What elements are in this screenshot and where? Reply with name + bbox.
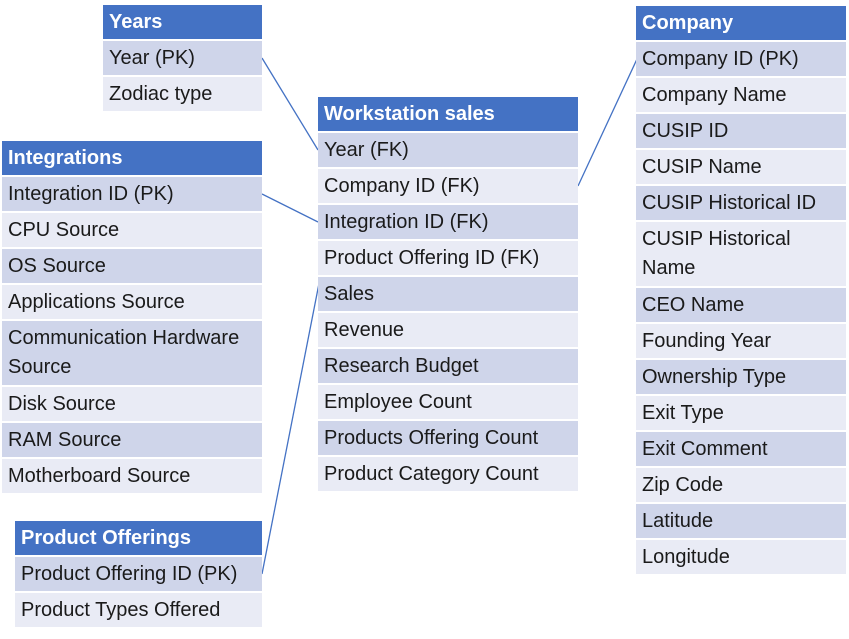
table-row: Zip Code bbox=[636, 466, 846, 502]
link-integrations-to-sales bbox=[261, 193, 319, 223]
table-title: Company bbox=[636, 6, 846, 40]
product-offerings-table: Product Offerings Product Offering ID (P… bbox=[15, 521, 262, 627]
table-row: Applications Source bbox=[2, 283, 262, 319]
table-row: Company ID (FK) bbox=[318, 167, 578, 203]
table-row: Sales bbox=[318, 275, 578, 311]
company-table: Company Company ID (PK) Company Name CUS… bbox=[636, 6, 846, 574]
table-row: CPU Source bbox=[2, 211, 262, 247]
table-row: Year (FK) bbox=[318, 131, 578, 167]
table-title: Product Offerings bbox=[15, 521, 262, 555]
table-row: Integration ID (FK) bbox=[318, 203, 578, 239]
table-row: Founding Year bbox=[636, 322, 846, 358]
table-row: CUSIP Name bbox=[636, 148, 846, 184]
integrations-table: Integrations Integration ID (PK) CPU Sou… bbox=[2, 141, 262, 493]
table-row: Employee Count bbox=[318, 383, 578, 419]
table-row: Product Types Offered bbox=[15, 591, 262, 627]
table-row: CUSIP Historical Name bbox=[636, 220, 846, 286]
table-row: Latitude bbox=[636, 502, 846, 538]
table-row: Ownership Type bbox=[636, 358, 846, 394]
link-years-to-sales bbox=[261, 57, 319, 151]
table-row: Disk Source bbox=[2, 385, 262, 421]
table-row: Motherboard Source bbox=[2, 457, 262, 493]
table-row: Communication Hardware Source bbox=[2, 319, 262, 385]
table-row: Revenue bbox=[318, 311, 578, 347]
table-row: RAM Source bbox=[2, 421, 262, 457]
table-row: Zodiac type bbox=[103, 75, 262, 111]
table-row: Company ID (PK) bbox=[636, 40, 846, 76]
table-row: Integration ID (PK) bbox=[2, 175, 262, 211]
table-row: Longitude bbox=[636, 538, 846, 574]
table-row: Product Offering ID (PK) bbox=[15, 555, 262, 591]
table-title: Years bbox=[103, 5, 262, 39]
table-row: Exit Type bbox=[636, 394, 846, 430]
table-row: CEO Name bbox=[636, 286, 846, 322]
table-title: Integrations bbox=[2, 141, 262, 175]
link-product-offerings-to-sales bbox=[261, 257, 325, 575]
table-row: Research Budget bbox=[318, 347, 578, 383]
table-row: Product Offering ID (FK) bbox=[318, 239, 578, 275]
link-company-to-sales bbox=[577, 58, 638, 187]
table-row: CUSIP Historical ID bbox=[636, 184, 846, 220]
table-row: OS Source bbox=[2, 247, 262, 283]
table-row: Products Offering Count bbox=[318, 419, 578, 455]
table-row: Company Name bbox=[636, 76, 846, 112]
table-title: Workstation sales bbox=[318, 97, 578, 131]
table-row: CUSIP ID bbox=[636, 112, 846, 148]
table-row: Product Category Count bbox=[318, 455, 578, 491]
workstation-sales-table: Workstation sales Year (FK) Company ID (… bbox=[318, 97, 578, 491]
table-row: Exit Comment bbox=[636, 430, 846, 466]
table-row: Year (PK) bbox=[103, 39, 262, 75]
years-table: Years Year (PK) Zodiac type bbox=[103, 5, 262, 111]
